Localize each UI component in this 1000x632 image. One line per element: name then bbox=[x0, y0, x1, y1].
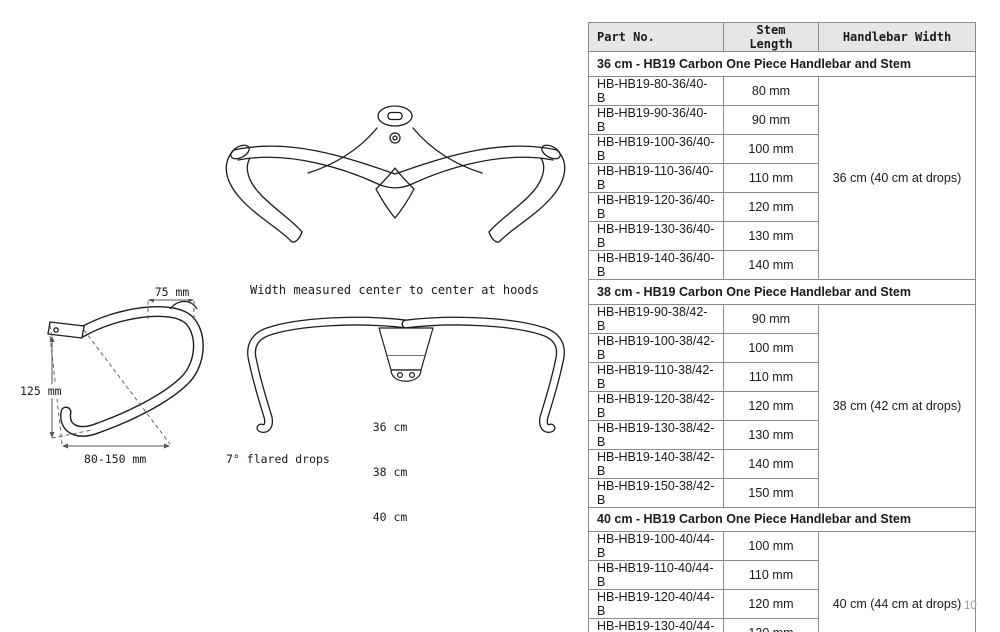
part-no-cell: HB-HB19-80-36/40-B bbox=[588, 75, 724, 106]
stem-length-header: Stem Length bbox=[723, 22, 819, 52]
handlebar-width-cell: 38 cm (42 cm at drops) bbox=[818, 303, 976, 508]
part-no-cell: HB-HB19-120-40/44-B bbox=[588, 589, 724, 620]
stem-length-cell: 140 mm bbox=[723, 249, 819, 280]
part-no-cell: HB-HB19-90-36/40-B bbox=[588, 104, 724, 135]
width-options-label: 36 cm 38 cm 40 cm bbox=[362, 390, 418, 555]
width-measurement-caption: Width measured center to center at hoods bbox=[250, 283, 539, 297]
part-no-cell: HB-HB19-120-38/42-B bbox=[588, 390, 724, 421]
part-no-cell: HB-HB19-100-40/44-B bbox=[588, 531, 724, 562]
handlebar-width-cell: 40 cm (44 cm at drops) bbox=[818, 531, 976, 632]
table-header-row: Part No. Stem Length Handlebar Width bbox=[588, 22, 976, 52]
stem-length-cell: 90 mm bbox=[723, 303, 819, 334]
stem-length-cell: 110 mm bbox=[723, 560, 819, 591]
stem-length-cell: 140 mm bbox=[723, 448, 819, 479]
part-no-cell: HB-HB19-130-36/40-B bbox=[588, 220, 724, 251]
stem-length-cell: 90 mm bbox=[723, 104, 819, 135]
width-option-40: 40 cm bbox=[372, 510, 408, 524]
part-no-cell: HB-HB19-90-38/42-B bbox=[588, 303, 724, 334]
stem-length-cell: 120 mm bbox=[723, 390, 819, 421]
stem-length-cell: 100 mm bbox=[723, 531, 819, 562]
part-no-cell: HB-HB19-130-38/42-B bbox=[588, 419, 724, 450]
handlebar-side-view-drawing bbox=[47, 294, 204, 449]
stem-length-cell: 130 mm bbox=[723, 220, 819, 251]
handlebar-width-cell: 36 cm (40 cm at drops) bbox=[818, 75, 976, 280]
part-no-header: Part No. bbox=[588, 22, 724, 52]
stem-length-cell: 130 mm bbox=[723, 419, 819, 450]
table-section-title: 36 cm - HB19 Carbon One Piece Handlebar … bbox=[588, 51, 976, 77]
part-no-cell: HB-HB19-110-36/40-B bbox=[588, 162, 724, 193]
part-no-cell: HB-HB19-140-38/42-B bbox=[588, 448, 724, 479]
table-section-title: 40 cm - HB19 Carbon One Piece Handlebar … bbox=[588, 506, 976, 533]
stem-length-cell: 80 mm bbox=[723, 75, 819, 106]
stem-length-cell: 110 mm bbox=[723, 361, 819, 392]
stem-length-cell: 100 mm bbox=[723, 133, 819, 164]
stem-length-cell: 150 mm bbox=[723, 477, 819, 508]
table-section-row: 36 cm - HB19 Carbon One Piece Handlebar … bbox=[588, 51, 976, 77]
stem-length-cell: 130 mm bbox=[723, 618, 819, 632]
width-option-36: 36 cm bbox=[372, 420, 408, 434]
handlebar-width-header: Handlebar Width bbox=[818, 22, 976, 52]
width-option-38: 38 cm bbox=[372, 465, 408, 479]
parts-table-body: 36 cm - HB19 Carbon One Piece Handlebar … bbox=[588, 51, 976, 632]
stem-length-cell: 100 mm bbox=[723, 332, 819, 363]
stem-length-cell: 120 mm bbox=[723, 589, 819, 620]
part-no-cell: HB-HB19-100-36/40-B bbox=[588, 133, 724, 164]
stem-range-dimension-label: 80-150 mm bbox=[84, 452, 147, 466]
part-no-cell: HB-HB19-100-38/42-B bbox=[588, 332, 724, 363]
stem-length-cell: 110 mm bbox=[723, 162, 819, 193]
stem-length-cell: 120 mm bbox=[723, 191, 819, 222]
part-no-cell: HB-HB19-130-40/44-B bbox=[588, 618, 724, 632]
parts-table: Part No. Stem Length Handlebar Width 36 … bbox=[588, 22, 976, 632]
part-no-cell: HB-HB19-140-36/40-B bbox=[588, 249, 724, 280]
reach-dimension-label: 75 mm bbox=[147, 285, 197, 299]
part-no-cell: HB-HB19-110-38/42-B bbox=[588, 361, 724, 392]
part-no-cell: HB-HB19-120-36/40-B bbox=[588, 191, 724, 222]
handlebar-front-view-drawing bbox=[247, 316, 565, 433]
table-section-row: 38 cm - HB19 Carbon One Piece Handlebar … bbox=[588, 278, 976, 305]
page-number: 10 bbox=[964, 600, 977, 612]
drop-dimension-label: 125 mm bbox=[18, 384, 64, 398]
flare-label: 7° flared drops bbox=[226, 452, 330, 466]
table-section-row: 40 cm - HB19 Carbon One Piece Handlebar … bbox=[588, 506, 976, 533]
part-no-cell: HB-HB19-150-38/42-B bbox=[588, 477, 724, 508]
handlebar-top-view-drawing bbox=[225, 105, 566, 243]
part-no-cell: HB-HB19-110-40/44-B bbox=[588, 560, 724, 591]
table-section-title: 38 cm - HB19 Carbon One Piece Handlebar … bbox=[588, 278, 976, 305]
